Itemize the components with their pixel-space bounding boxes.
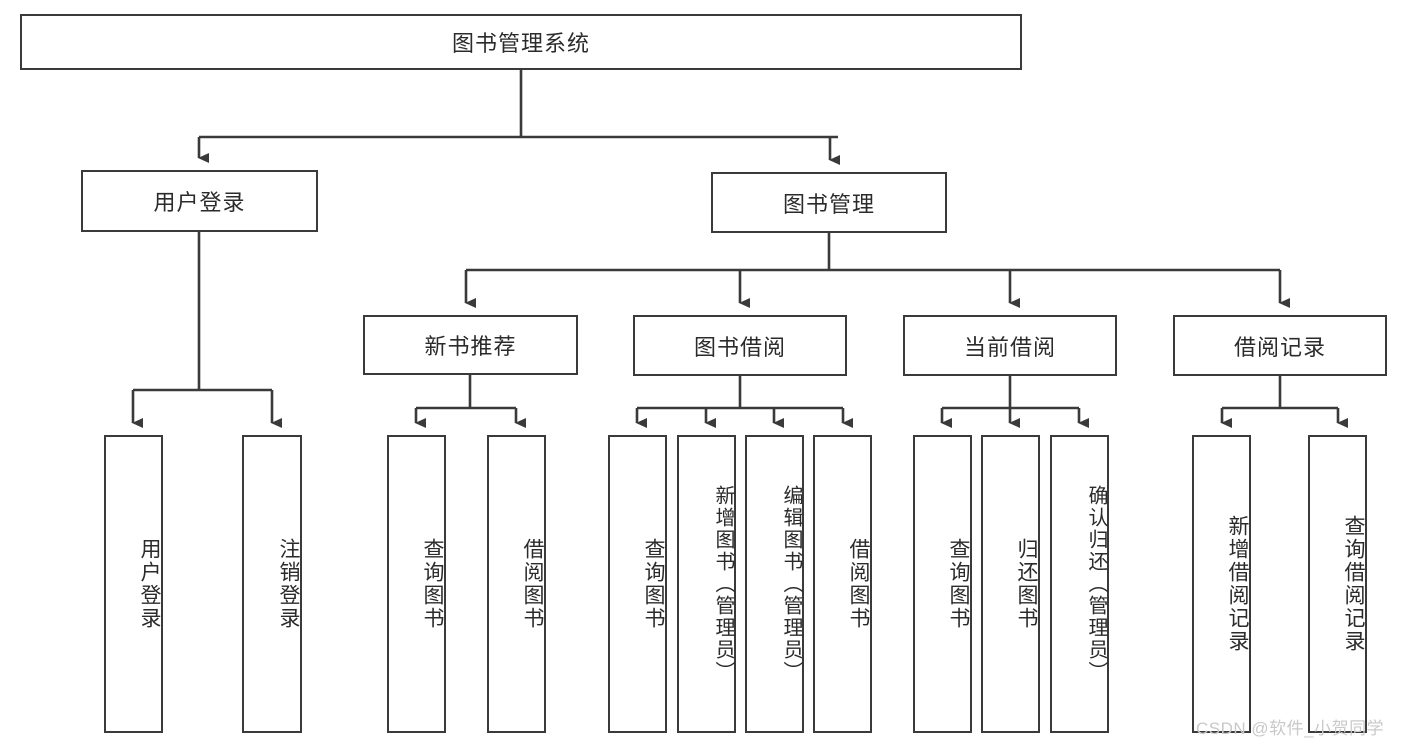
leaf-query-book-recommend[interactable]: 查询图书	[387, 435, 446, 733]
node-book-borrow[interactable]: 图书借阅	[633, 315, 847, 376]
node-root-system[interactable]: 图书管理系统	[20, 14, 1022, 70]
leaf-edit-book[interactable]: 编辑图书（管理员）	[745, 435, 804, 733]
node-new-book-recommend[interactable]: 新书推荐	[363, 315, 578, 375]
leaf-query-borrow-record[interactable]: 查询借阅记录	[1308, 435, 1367, 733]
leaf-confirm-return[interactable]: 确认归还（管理员）	[1050, 435, 1109, 733]
leaf-query-book-current[interactable]: 查询图书	[913, 435, 972, 733]
leaf-borrow-book[interactable]: 借阅图书	[813, 435, 872, 733]
leaf-query-book-borrow[interactable]: 查询图书	[608, 435, 667, 733]
leaf-borrow-book-recommend[interactable]: 借阅图书	[487, 435, 546, 733]
leaf-return-book[interactable]: 归还图书	[981, 435, 1040, 733]
node-user-login[interactable]: 用户登录	[81, 170, 318, 232]
node-book-management[interactable]: 图书管理	[711, 172, 947, 233]
leaf-add-borrow-record[interactable]: 新增借阅记录	[1192, 435, 1251, 733]
node-current-borrow[interactable]: 当前借阅	[903, 315, 1117, 376]
leaf-user-login[interactable]: 用户登录	[104, 435, 163, 733]
node-borrow-record[interactable]: 借阅记录	[1173, 315, 1387, 376]
leaf-user-logout[interactable]: 注销登录	[242, 435, 302, 733]
leaf-add-book[interactable]: 新增图书（管理员）	[677, 435, 736, 733]
